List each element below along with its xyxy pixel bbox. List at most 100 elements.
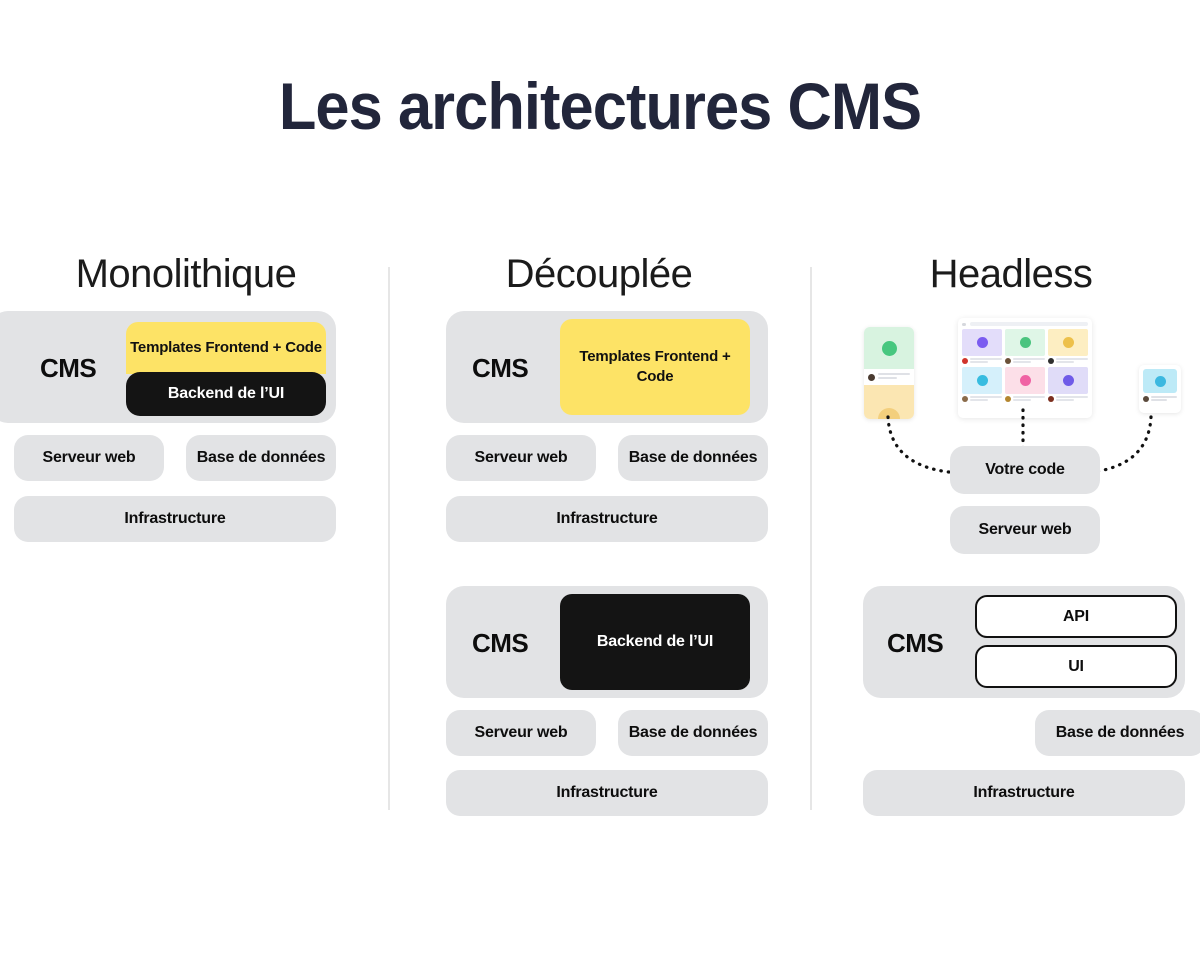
browser-mockup-card-image	[1005, 367, 1045, 394]
phone-mockup-line	[878, 377, 898, 379]
decouplee-frontend-block: Templates Frontend + Code	[560, 319, 750, 415]
card-mockup-line	[1151, 396, 1177, 398]
browser-mockup-card-meta	[1005, 358, 1045, 364]
headless-your-code-block: Votre code	[950, 446, 1100, 494]
browser-mockup-card	[962, 329, 1002, 364]
column-heading-headless: Headless	[929, 252, 1093, 296]
phone-mockup-arc-shape	[878, 408, 900, 419]
browser-mockup-line	[970, 396, 1002, 398]
decouplee-cms-label-1: CMS	[472, 353, 529, 383]
browser-mockup-card-image	[962, 329, 1002, 356]
mono-database-block: Base de données	[186, 435, 336, 481]
browser-mockup-line	[970, 361, 988, 363]
browser-mockup-dot	[962, 322, 966, 326]
phone-mockup-avatar	[868, 373, 875, 381]
browser-mockup-line	[970, 358, 1002, 360]
card-mockup	[1139, 365, 1181, 413]
browser-mockup-line	[1056, 399, 1074, 401]
mono-server-block: Serveur web	[14, 435, 164, 481]
column-heading-monolithique: Monolithique	[75, 252, 297, 296]
mono-infrastructure-block: Infrastructure	[14, 496, 336, 542]
headless-api-block: API	[975, 595, 1177, 638]
browser-mockup-card	[1005, 367, 1045, 402]
browser-mockup-card-lines	[1013, 358, 1045, 364]
headless-infrastructure-block: Infrastructure	[863, 770, 1185, 816]
browser-mockup-card-lines	[1013, 396, 1045, 402]
browser-mockup-card-meta	[1048, 358, 1088, 364]
mono-cms-label: CMS	[40, 353, 97, 383]
browser-mockup-card-image	[1048, 329, 1088, 356]
column-divider-1	[388, 267, 390, 810]
mono-backend-block: Backend de l’UI	[126, 372, 326, 416]
mono-cms-block: CMS Templates Frontend + Code Backend de…	[0, 311, 336, 423]
browser-mockup	[958, 318, 1092, 418]
headless-server-block: Serveur web	[950, 506, 1100, 554]
decouplee-infrastructure-block-2: Infrastructure	[446, 770, 768, 816]
phone-mockup-image	[864, 327, 914, 369]
browser-mockup-card-avatar	[1005, 358, 1011, 364]
browser-mockup-card-meta	[1048, 396, 1088, 402]
phone-mockup	[864, 327, 914, 419]
card-mockup-meta	[1143, 396, 1177, 402]
decouplee-cms-label-2: CMS	[472, 628, 529, 658]
browser-mockup-line	[1056, 361, 1074, 363]
decouplee-cms-block-1: CMS Templates Frontend + Code	[446, 311, 768, 423]
decouplee-cms-block-2: CMS Backend de l’UI	[446, 586, 768, 698]
card-mockup-avatar	[1143, 396, 1149, 402]
browser-mockup-card-dot	[1019, 337, 1031, 348]
column-divider-2	[810, 267, 812, 810]
browser-mockup-card-avatar	[1048, 358, 1054, 364]
phone-mockup-lower-card	[864, 385, 914, 419]
browser-mockup-address-bar	[970, 322, 1088, 326]
browser-mockup-card-dot	[1019, 375, 1031, 386]
headless-cms-block: CMS API UI	[863, 586, 1185, 698]
browser-mockup-line	[1013, 358, 1045, 360]
browser-mockup-card-lines	[970, 358, 1002, 364]
browser-mockup-card-meta	[1005, 396, 1045, 402]
mono-frontend-block: Templates Frontend + Code	[126, 322, 326, 374]
browser-mockup-card-avatar	[1005, 396, 1011, 402]
browser-mockup-card	[1048, 367, 1088, 402]
decouplee-backend-block: Backend de l’UI	[560, 594, 750, 690]
decouplee-database-block-1: Base de données	[618, 435, 768, 481]
browser-mockup-card-meta	[962, 358, 1002, 364]
browser-mockup-card-dot	[1062, 375, 1074, 386]
browser-mockup-line	[1056, 396, 1088, 398]
phone-mockup-avatar-dot	[881, 340, 897, 356]
browser-mockup-card	[1048, 329, 1088, 364]
browser-mockup-card-lines	[970, 396, 1002, 402]
browser-mockup-card-image	[1048, 367, 1088, 394]
decouplee-server-block-2: Serveur web	[446, 710, 596, 756]
decouplee-database-block-2: Base de données	[618, 710, 768, 756]
phone-mockup-meta-row	[864, 369, 914, 385]
browser-mockup-card-avatar	[962, 358, 968, 364]
decouplee-infrastructure-block-1: Infrastructure	[446, 496, 768, 542]
browser-mockup-card-image	[1005, 329, 1045, 356]
browser-mockup-card-dot	[976, 337, 988, 348]
browser-mockup-card	[1005, 329, 1045, 364]
decouplee-server-block-1: Serveur web	[446, 435, 596, 481]
card-mockup-image	[1143, 369, 1177, 393]
headless-database-block: Base de données	[1035, 710, 1200, 756]
phone-mockup-text-lines	[878, 373, 910, 381]
browser-mockup-card-avatar	[962, 396, 968, 402]
browser-mockup-card-dot	[976, 375, 988, 386]
browser-mockup-card-image	[962, 367, 1002, 394]
card-mockup-lines	[1151, 396, 1177, 402]
browser-mockup-line	[1013, 399, 1031, 401]
headless-ui-block: UI	[975, 645, 1177, 688]
browser-mockup-card-lines	[1056, 358, 1088, 364]
browser-mockup-card	[962, 367, 1002, 402]
browser-mockup-card-grid	[962, 329, 1088, 402]
browser-mockup-line	[970, 399, 988, 401]
card-mockup-dot	[1154, 375, 1166, 387]
browser-mockup-card-lines	[1056, 396, 1088, 402]
column-heading-decouplee: Découplée	[505, 252, 693, 296]
browser-mockup-line	[1056, 358, 1088, 360]
browser-mockup-card-meta	[962, 396, 1002, 402]
browser-mockup-line	[1013, 396, 1045, 398]
connector-left-dotted	[886, 415, 962, 475]
browser-mockup-card-avatar	[1048, 396, 1054, 402]
browser-mockup-card-dot	[1062, 337, 1074, 348]
phone-mockup-line	[878, 373, 910, 375]
